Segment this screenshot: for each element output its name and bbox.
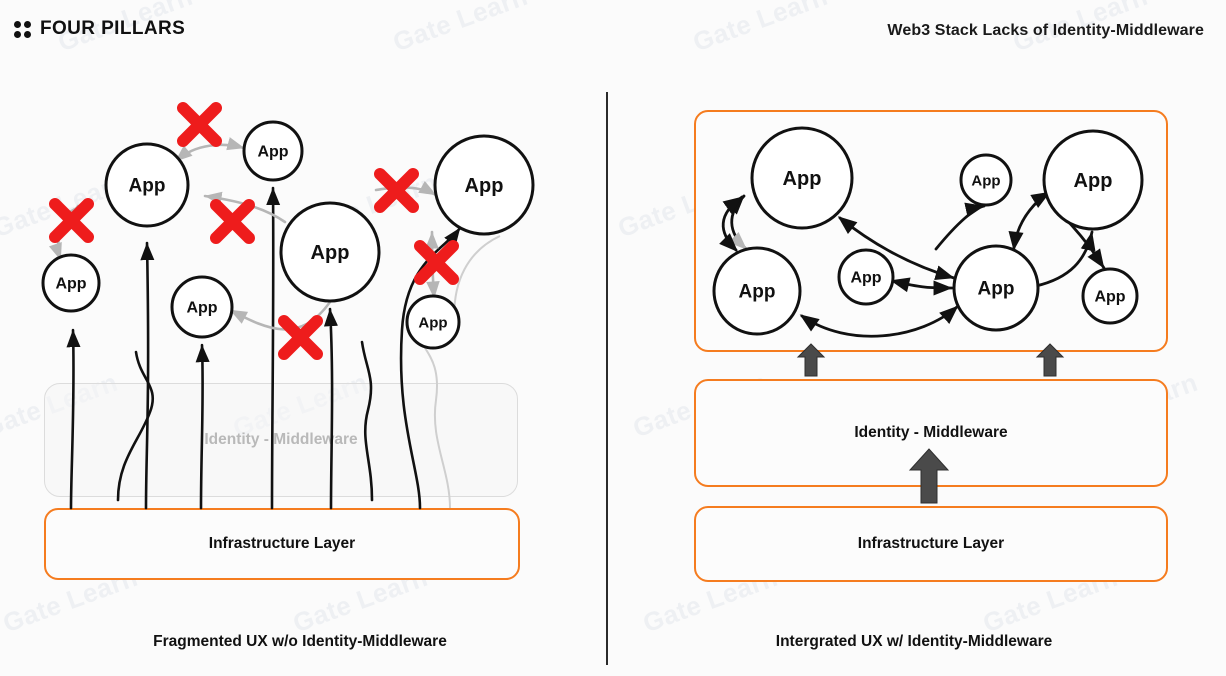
red-x-icon: [49, 198, 94, 243]
app-node: App: [279, 201, 381, 303]
panel-divider: [606, 92, 608, 665]
app-node: App: [104, 142, 190, 228]
red-x-icon: [177, 102, 222, 147]
right-infrastructure-label: Infrastructure Layer: [857, 535, 1005, 552]
broken-connector: [203, 191, 287, 224]
broken-connector: [175, 137, 246, 162]
left-panel-caption: Fragmented UX w/o Identity-Middleware: [153, 633, 447, 650]
red-x-icon: [374, 168, 419, 213]
app-node: App: [405, 294, 461, 350]
broken-connector: [48, 204, 80, 261]
right-infrastructure-box: Infrastructure Layer: [694, 506, 1168, 582]
right-app-network-box: [694, 110, 1168, 352]
left-red-x-group: [49, 102, 459, 360]
red-x-icon: [210, 199, 255, 244]
four-dots-icon: [14, 20, 31, 38]
red-x-icon: [278, 315, 323, 360]
left-app-nodes: App App App App App App App: [41, 120, 535, 350]
app-node: App: [170, 275, 234, 339]
app-node: App: [41, 253, 101, 313]
app-node: App: [242, 120, 304, 182]
left-middleware-label: Identity - Middleware: [204, 431, 358, 448]
left-infrastructure-box: Infrastructure Layer: [44, 508, 520, 580]
right-middleware-label: Identity - Middleware: [854, 424, 1008, 441]
right-panel-caption: Intergrated UX w/ Identity-Middleware: [775, 633, 1053, 650]
broken-connector: [374, 180, 438, 197]
slide-headline: Web3 Stack Lacks of Identity-Middleware: [887, 22, 1204, 39]
svg-text:App: App: [55, 276, 86, 293]
svg-text:App: App: [311, 242, 350, 264]
svg-text:App: App: [186, 300, 217, 317]
brand-name: FOUR PILLARS: [40, 18, 186, 39]
svg-text:App: App: [418, 315, 447, 332]
left-infrastructure-label: Infrastructure Layer: [208, 535, 356, 552]
brand: FOUR PILLARS: [14, 18, 185, 40]
broken-connector: [425, 230, 440, 299]
left-middleware-box: Identity - Middleware: [44, 383, 518, 497]
left-broken-connectors: [48, 137, 440, 331]
right-middleware-box: Identity - Middleware: [694, 379, 1168, 487]
svg-text:App: App: [465, 175, 504, 197]
svg-text:App: App: [129, 176, 166, 197]
red-x-icon: [414, 240, 459, 285]
svg-text:App: App: [257, 144, 288, 161]
app-node: App: [433, 134, 535, 236]
broken-connector: [229, 300, 332, 331]
